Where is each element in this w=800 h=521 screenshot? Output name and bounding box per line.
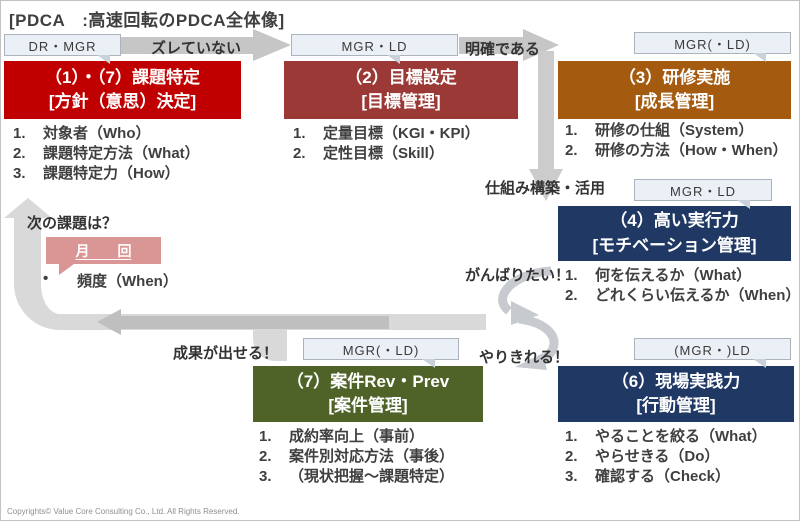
- flow-arrow-2-shaft: [459, 37, 523, 54]
- label-tail-icon: [753, 359, 766, 368]
- process-box-2-list: 1.定量目標（KGI・KPI） 2.定性目標（Skill）: [293, 124, 480, 164]
- flow-arrow-2-label: 明確である: [465, 41, 540, 58]
- process-box-7-title: （7）案件Rev・Prev: [286, 371, 450, 391]
- list-item: 3.確認する（Check）: [565, 468, 731, 485]
- flow-arrow-3-shaft: [538, 51, 554, 169]
- frequency-badge: 月 回: [46, 237, 161, 264]
- process-box-4-list: 1.何を伝えるか（What） 2.どれくらい伝えるか（When）: [565, 266, 800, 306]
- process-box-1-title: （1）・（7）課題特定: [45, 67, 200, 87]
- label-tail-icon: [387, 55, 400, 64]
- label-tail-icon: [97, 55, 110, 64]
- motivated-label: がんばりたい！: [465, 267, 571, 284]
- badge-tail-icon: [59, 264, 74, 275]
- process-box-7-subtitle: [案件管理]: [328, 396, 408, 415]
- can-achieve-label: 成果が出せる！: [173, 345, 279, 362]
- process-box-6-subtitle: [行動管理]: [636, 396, 716, 415]
- flow-arrow-1-label: ズレていない: [151, 40, 242, 57]
- process-box-6-title: （6）現場実践力: [611, 371, 741, 391]
- process-box-7: （7）案件Rev・Prev [案件管理]: [253, 366, 483, 422]
- list-item: 2.やらせきる（Do）: [565, 448, 720, 465]
- slide-title: [PDCA :高速回転のPDCA全体像]: [9, 11, 285, 30]
- down-arrow-icon: [529, 169, 563, 201]
- role-label-box4: MGR・LD: [634, 179, 772, 209]
- list-item: 1.何を伝えるか（What）: [565, 267, 752, 284]
- role-label-box3: MGR(・LD): [634, 32, 791, 62]
- role-label-box1: DR・MGR: [4, 34, 121, 64]
- list-item: 1.定量目標（KGI・KPI）: [293, 125, 480, 142]
- up-arrow-icon: [4, 198, 52, 218]
- list-item: 1.研修の仕組（System）: [565, 122, 754, 139]
- process-box-3: （3）研修実施 [成長管理]: [558, 61, 791, 119]
- process-box-3-title: （3）研修実施: [618, 67, 731, 87]
- list-item: 3.（現状把握～課題特定）: [259, 468, 455, 485]
- process-box-4-title: （4）高い実行力: [610, 211, 739, 231]
- list-item: 2.案件別対応方法（事後）: [259, 448, 455, 465]
- cycle-arrows-icon: [498, 266, 559, 370]
- process-box-3-subtitle: [成長管理]: [634, 92, 715, 111]
- role-label-box1-text: DR・MGR: [28, 38, 97, 54]
- process-box-2-title: （2）目標設定: [345, 67, 457, 87]
- role-label-box7: MGR(・LD): [303, 338, 459, 368]
- list-item: 1.やることを絞る（What）: [565, 428, 767, 445]
- process-box-6: （6）現場実践力 [行動管理]: [558, 366, 794, 422]
- process-box-1-subtitle: [方針（意思）決定]: [48, 92, 197, 111]
- role-label-box3-text: MGR(・LD): [674, 36, 751, 52]
- bullet-icon: •: [43, 270, 49, 287]
- list-item: 1.対象者（Who）: [13, 125, 151, 142]
- flow-arrow-1-shaft: [119, 37, 255, 54]
- role-label-box6-text: (MGR・)LD: [674, 342, 751, 358]
- role-label-box6: (MGR・)LD: [634, 338, 791, 368]
- frequency-item: • 頻度（When）: [43, 270, 178, 291]
- copyright-text: Copyrights© Value Core Consulting Co., L…: [7, 507, 240, 516]
- list-item: 2.課題特定方法（What）: [13, 145, 200, 162]
- process-box-7-list: 1.成約率向上（事前） 2.案件別対応方法（事後） 3.（現状把握～課題特定）: [259, 427, 454, 487]
- frequency-item-text: 頻度（When）: [77, 273, 178, 290]
- label-tail-icon: [737, 200, 750, 209]
- role-label-box2: MGR・LD: [291, 34, 458, 64]
- process-box-3-list: 1.研修の仕組（System） 2.研修の方法（How・When）: [565, 121, 788, 161]
- process-box-2-subtitle: [目標管理]: [361, 92, 441, 111]
- next-issue-label: 次の課題は？: [27, 215, 118, 232]
- frequency-badge-text: 月 回: [75, 242, 132, 259]
- flow-arrow-3-label: 仕組み構築・活用: [485, 180, 606, 197]
- list-item: 2.研修の方法（How・When）: [565, 142, 788, 159]
- process-box-1-list: 1.対象者（Who） 2.課題特定方法（What） 3.課題特定力（How）: [13, 124, 200, 184]
- process-box-2: （2）目標設定 [目標管理]: [284, 61, 518, 119]
- list-item: 2.定性目標（Skill）: [293, 145, 444, 162]
- left-arrow-icon: [97, 309, 121, 335]
- list-item: 1.成約率向上（事前）: [259, 428, 425, 445]
- role-label-box2-text: MGR・LD: [341, 38, 408, 54]
- process-box-4-subtitle: [モチベーション管理]: [592, 235, 757, 255]
- role-label-box4-text: MGR・LD: [670, 183, 736, 199]
- label-tail-icon: [422, 359, 435, 368]
- process-box-6-list: 1.やることを絞る（What） 2.やらせきる（Do） 3.確認する（Check…: [565, 427, 767, 487]
- left-arrow-shaft: [121, 316, 389, 329]
- process-box-4: （4）高い実行力 [モチベーション管理]: [558, 206, 791, 261]
- can-complete-label: やりきれる！: [479, 349, 570, 366]
- list-item: 3.課題特定力（How）: [13, 165, 180, 182]
- right-arrow-icon-1: [253, 29, 291, 61]
- role-label-box7-text: MGR(・LD): [342, 342, 420, 358]
- label-tail-icon: [753, 53, 766, 62]
- list-item: 2.どれくらい伝えるか（When）: [565, 287, 800, 304]
- process-box-1: （1）・（7）課題特定 [方針（意思）決定]: [4, 61, 241, 119]
